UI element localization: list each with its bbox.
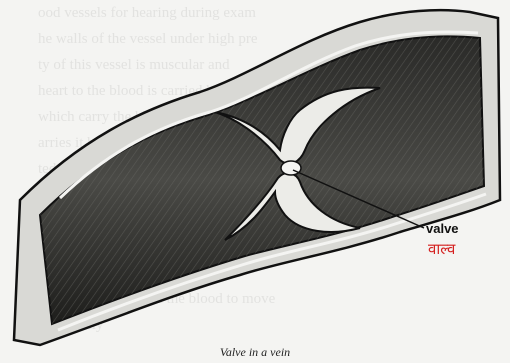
figure-caption: Valve in a vein bbox=[0, 345, 510, 360]
valve-label-hindi: वाल्व bbox=[428, 239, 455, 259]
valve-label: valve bbox=[426, 221, 459, 236]
